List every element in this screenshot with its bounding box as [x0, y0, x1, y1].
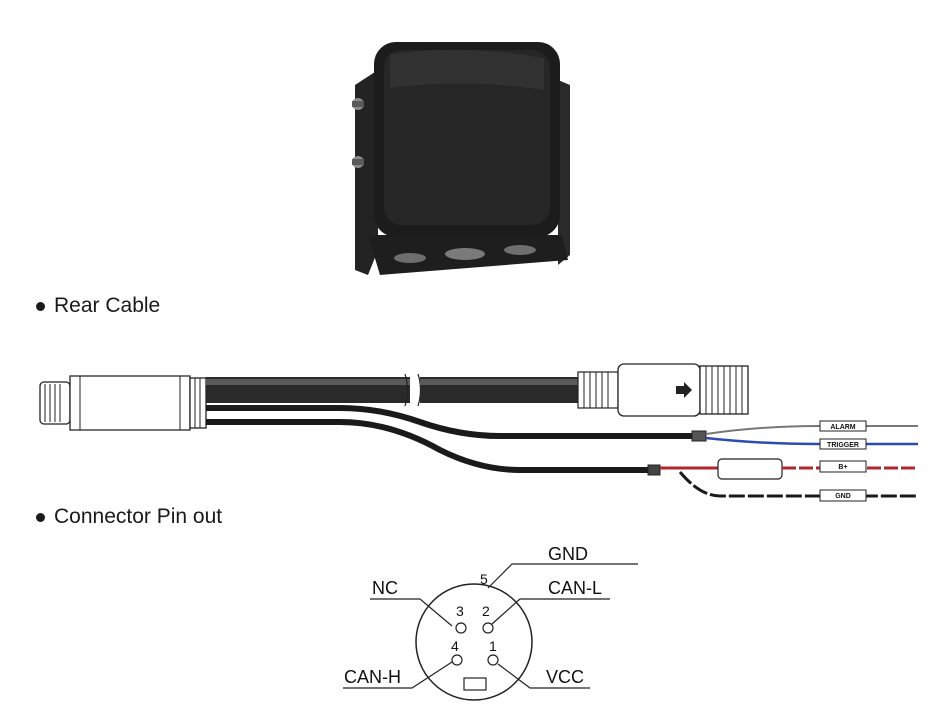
pin-4 — [451, 654, 463, 666]
pinout-diagram: 3 2 4 1 5 GND NC CAN-L CAN-H VCC — [343, 544, 638, 701]
pin-2 — [482, 622, 494, 634]
bullet-icon — [36, 301, 45, 311]
connector-face — [415, 583, 533, 701]
connector-pinout-heading: Connector Pin out — [36, 505, 222, 529]
arrow-icon — [676, 382, 692, 398]
pin-label-can-h: CAN-H — [344, 667, 401, 687]
pin-number-5: 5 — [480, 571, 488, 587]
video-connector — [577, 363, 749, 417]
gnd-tag: GND — [835, 493, 851, 500]
rear-cable-diagram: ALARM TRIGGER B+ GND — [39, 363, 918, 502]
camera-plug — [39, 375, 207, 431]
pin-number-2: 2 — [482, 603, 490, 619]
key-slot — [463, 677, 487, 691]
main-cable — [206, 373, 580, 407]
pin-label-nc: NC — [372, 578, 398, 598]
rear-cable-label: Rear Cable — [54, 294, 161, 317]
alarm-tag: ALARM — [830, 424, 855, 431]
rear-cable-heading: Rear Cable — [36, 294, 160, 318]
connector-pinout-label: Connector Pin out — [54, 505, 223, 528]
pin-label-can-l: CAN-L — [548, 578, 602, 598]
pin-1 — [487, 654, 499, 666]
camera-image — [352, 42, 570, 275]
bplus-tag: B+ — [838, 464, 847, 471]
pin-number-1: 1 — [489, 638, 497, 654]
pin-label-vcc: VCC — [546, 667, 584, 687]
pin-3 — [455, 622, 467, 634]
pin-label-gnd: GND — [548, 544, 588, 564]
bullet-icon — [36, 512, 45, 522]
pin-number-4: 4 — [451, 638, 459, 654]
pin-number-3: 3 — [456, 603, 464, 619]
trigger-tag: TRIGGER — [827, 442, 859, 449]
